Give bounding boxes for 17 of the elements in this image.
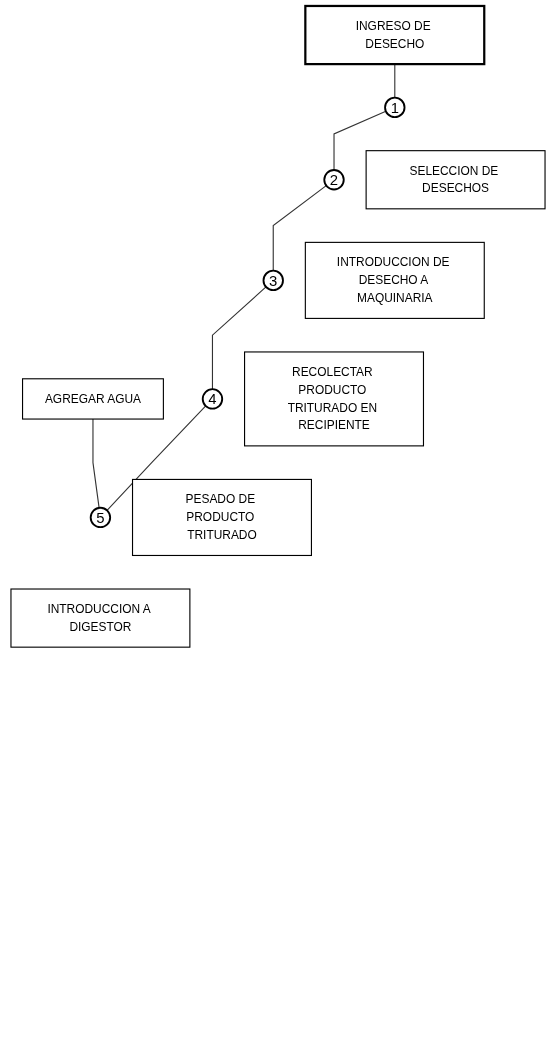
connector: [211, 286, 267, 390]
node-box: AGREGAR AGUA: [22, 378, 164, 420]
node-circle: 5: [89, 506, 112, 529]
connector: [333, 110, 387, 171]
node-box: INTRODUCCION A DIGESTOR: [10, 588, 191, 648]
node-box: INTRODUCCION DE DESECHO A MAQUINARIA: [304, 241, 485, 319]
node-circle: 2: [323, 169, 345, 191]
connector: [92, 418, 100, 509]
connector: [106, 405, 207, 511]
node-circle: 3: [262, 269, 284, 292]
node-box: SELECCION DE DESECHOS: [365, 150, 546, 210]
node-box: INGRESO DE DESECHO: [304, 4, 486, 66]
node-box: RECOLECTAR PRODUCTO TRITURADO EN RECIPIENTE: [244, 351, 425, 447]
node-circle: 4: [201, 388, 224, 410]
node-circle: 1: [384, 96, 406, 119]
node-box: PESADO DE PRODUCTO TRITURADO: [131, 478, 312, 557]
connector: [272, 185, 327, 272]
